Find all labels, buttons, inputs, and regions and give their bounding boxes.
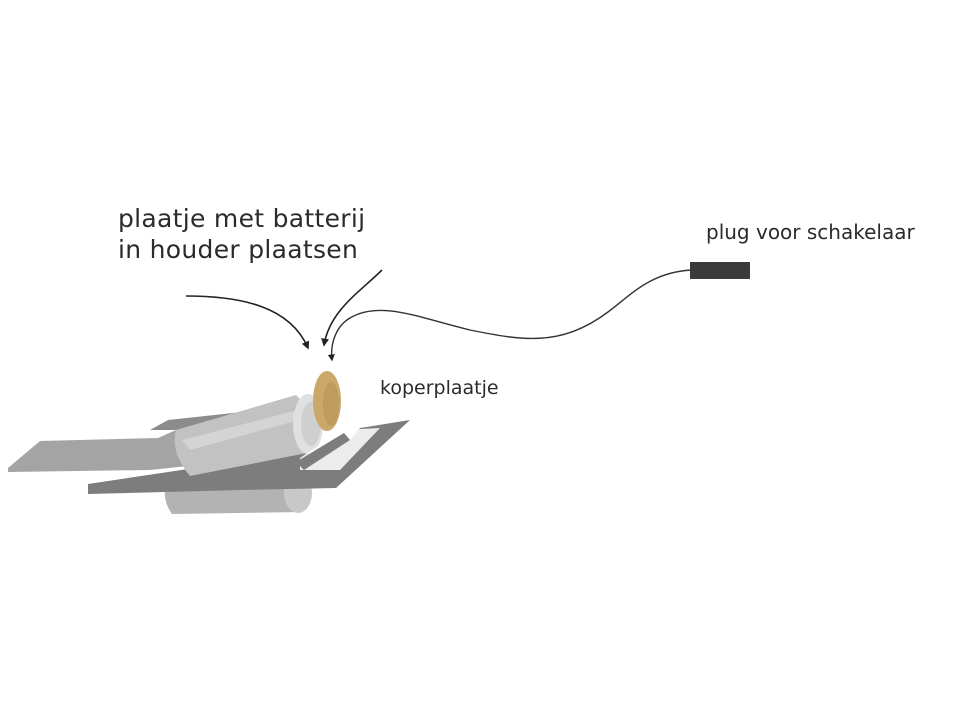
- switch-wire: [327, 269, 693, 362]
- switch-plug: [690, 262, 750, 279]
- instruction-label: plaatje met batterij in houder plaatsen: [118, 203, 365, 266]
- battery-highlight: [182, 410, 306, 450]
- copper-plate-label: koperplaatje: [380, 377, 499, 399]
- holder-base-plate: [88, 420, 410, 494]
- instruction-line-2: in houder plaatsen: [118, 235, 359, 265]
- plug-label: plug voor schakelaar: [706, 220, 915, 244]
- instruction-arrow-right: [321, 269, 383, 347]
- instruction-arrow-left: [185, 295, 310, 350]
- copper-plate-shade: [323, 382, 339, 426]
- instruction-line-1: plaatje met batterij: [118, 204, 366, 233]
- holder-frame-edge: [296, 433, 350, 470]
